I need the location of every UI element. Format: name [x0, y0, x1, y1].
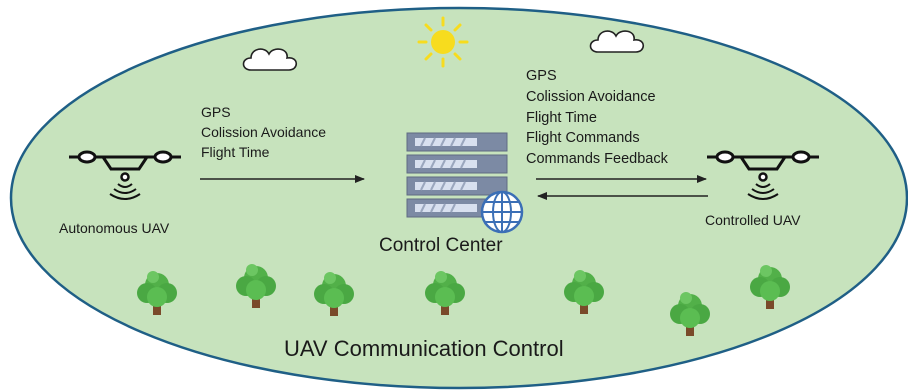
controlled-uav-label: Controlled UAV [705, 212, 801, 228]
autonomous-uav-label: Autonomous UAV [59, 220, 170, 236]
right-message: Colission Avoidance [526, 89, 656, 105]
right-message: GPS [526, 68, 557, 84]
left-message: GPS [201, 104, 231, 120]
server-icon [406, 132, 508, 218]
sun-icon [417, 16, 469, 68]
right-message: Flight Commands [526, 130, 640, 146]
diagram-title: UAV Communication Control [284, 336, 564, 361]
control-center-label: Control Center [379, 235, 503, 256]
left-message: Colission Avoidance [201, 124, 326, 140]
globe-icon [480, 190, 524, 234]
right-message: Commands Feedback [526, 151, 669, 167]
left-message: Flight Time [201, 144, 270, 160]
right-message: Flight Time [526, 110, 597, 126]
